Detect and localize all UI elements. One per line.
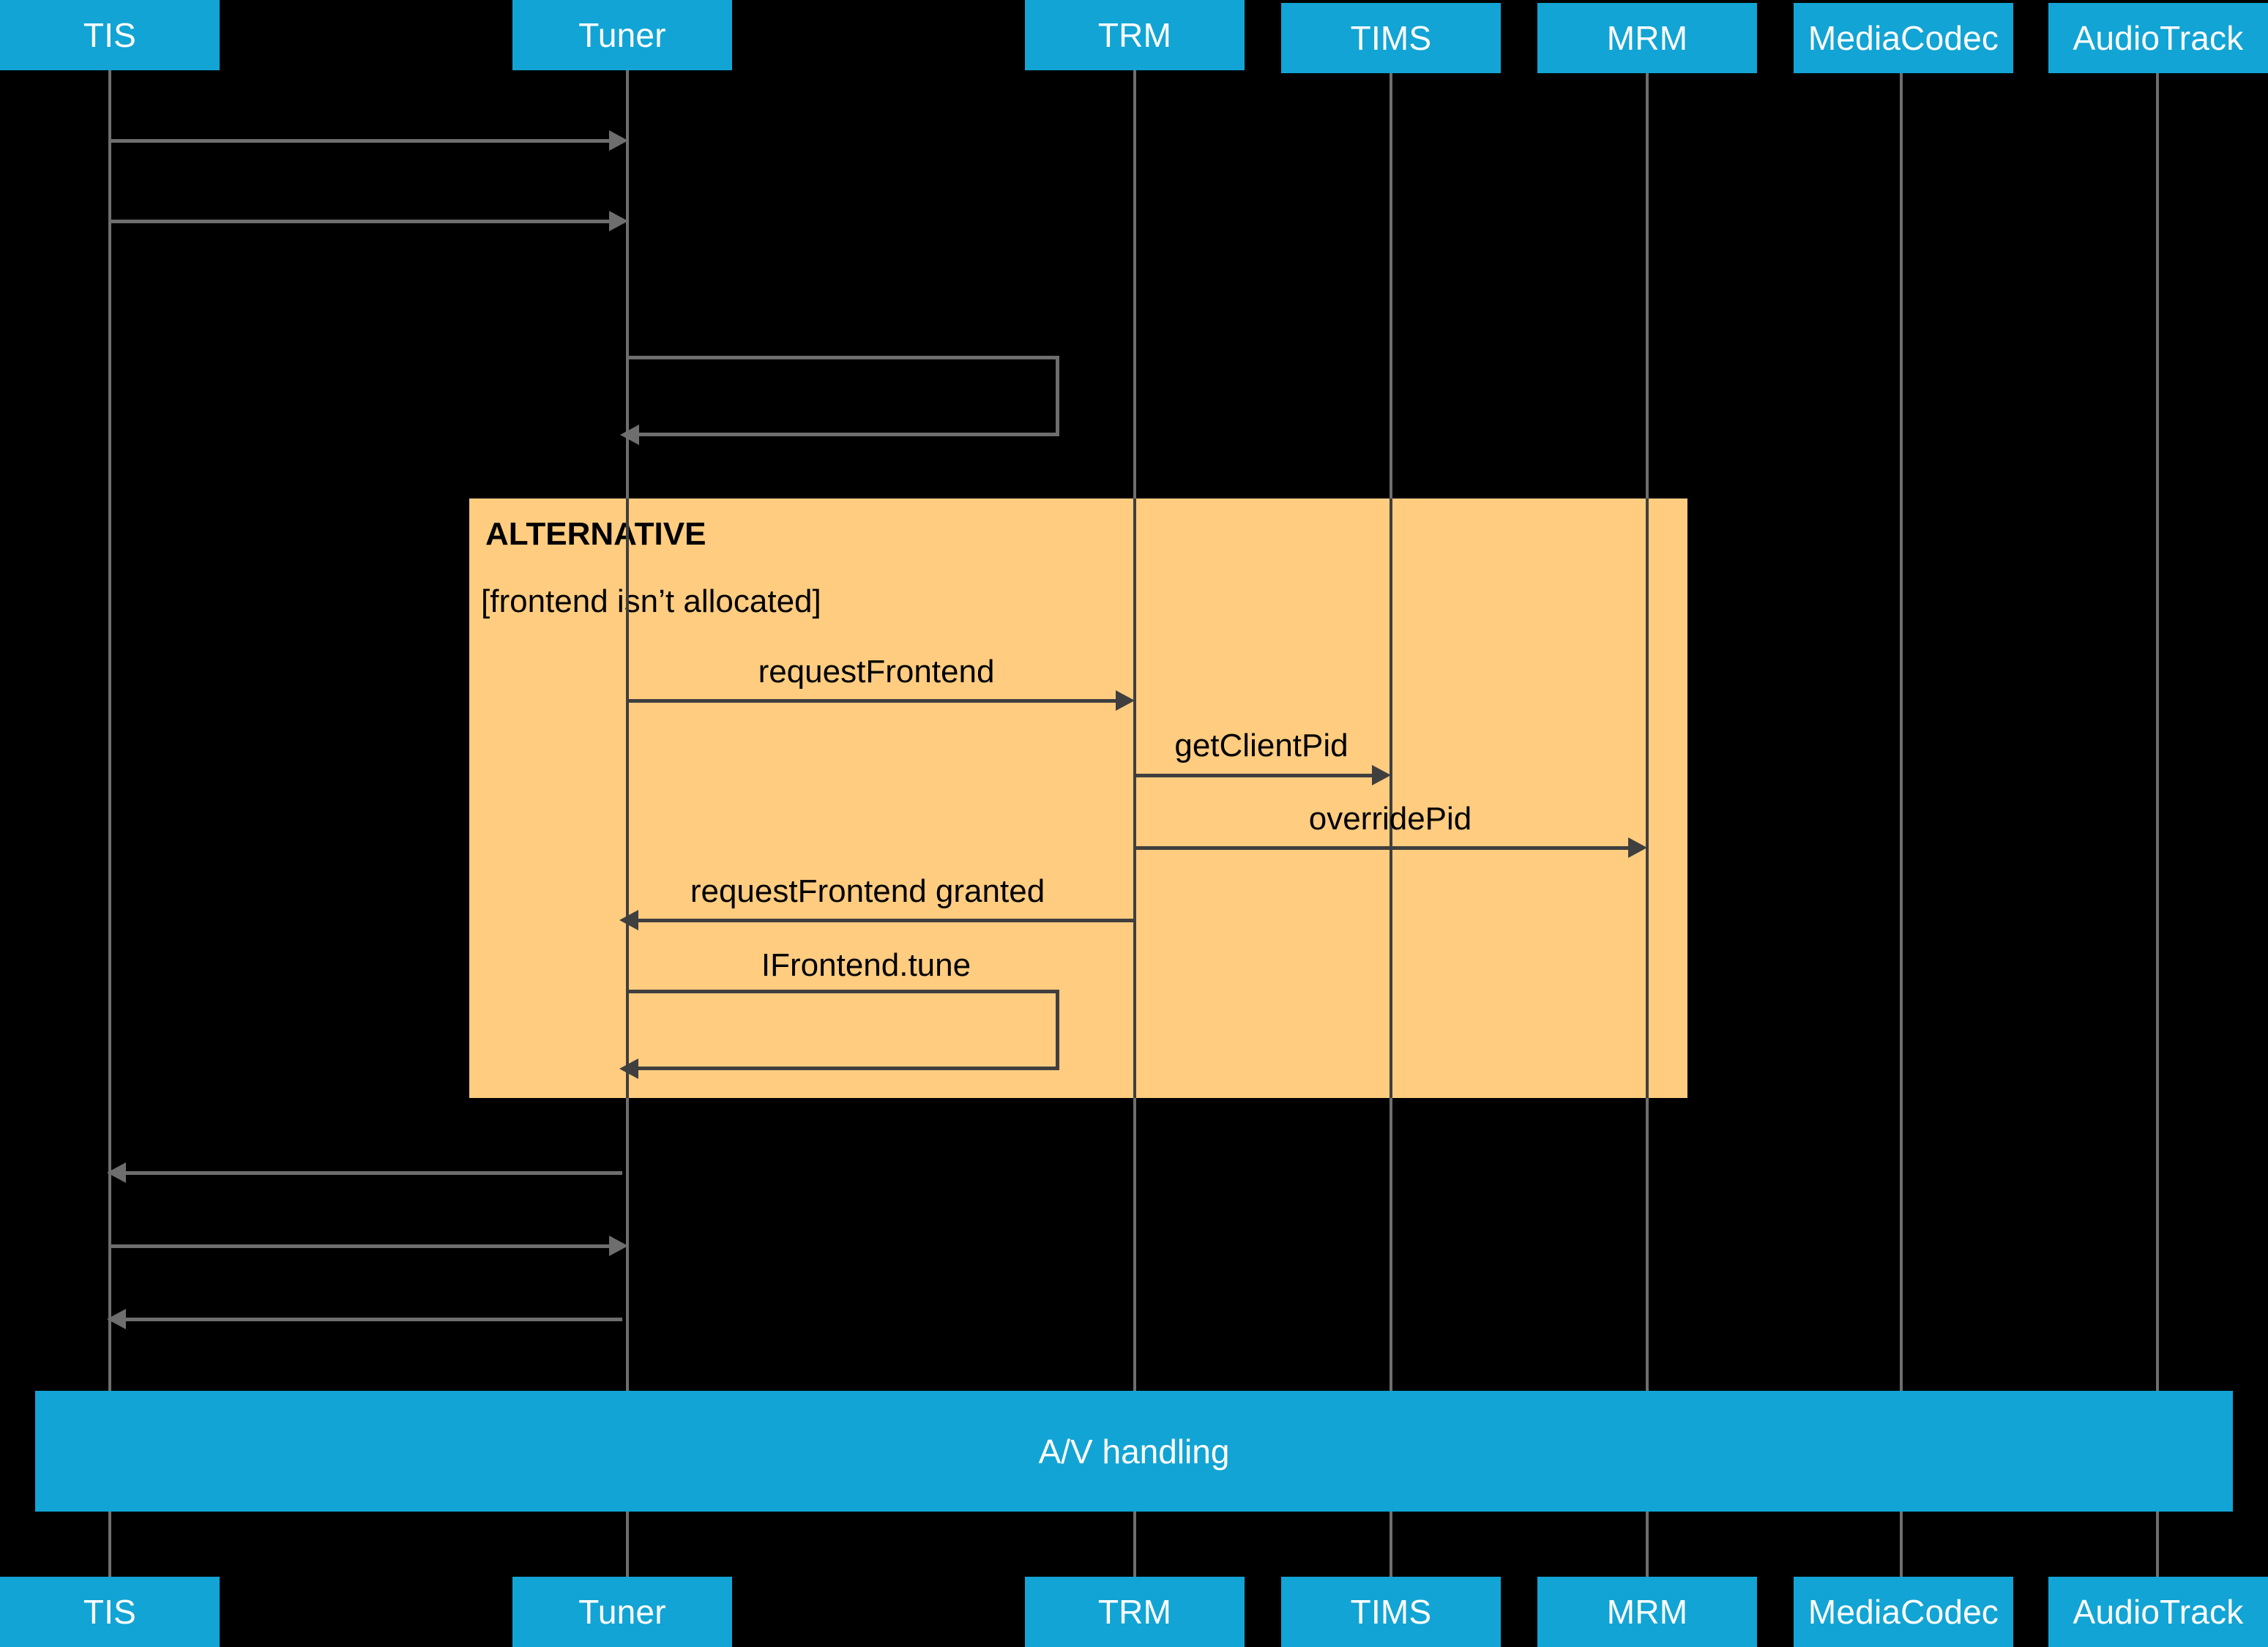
message-line-m6 <box>1135 846 1633 850</box>
message-arrowhead-m3 <box>620 425 639 445</box>
lifeline-tis <box>108 35 111 1610</box>
participant-label: TIMS <box>1350 19 1432 57</box>
lifeline-trm-over-fragment <box>1133 498 1136 1098</box>
participant-label: MediaCodec <box>1808 1593 1999 1631</box>
lifeline-mediacodec <box>1900 38 1903 1610</box>
message-label-m4: requestFrontend <box>758 654 995 690</box>
message-line-m5 <box>1135 774 1376 777</box>
message-arrowhead-m7 <box>619 910 638 930</box>
participant-label: TIS <box>83 16 137 54</box>
participant-footer-mediacodec[interactable]: MediaCodec <box>1794 1577 2013 1647</box>
message-line-m11 <box>124 1318 622 1321</box>
message-line-m7 <box>638 919 1133 922</box>
participant-header-tis[interactable]: TIS <box>0 0 220 70</box>
participant-label: MRM <box>1606 19 1688 57</box>
participant-label: TIMS <box>1350 1593 1432 1631</box>
participant-footer-audiotrack[interactable]: AudioTrack <box>2048 1577 2268 1647</box>
participant-label: AudioTrack <box>2073 1593 2244 1631</box>
participant-label: TRM <box>1097 1593 1172 1631</box>
message-line-m10 <box>110 1244 615 1248</box>
participant-header-tuner[interactable]: Tuner <box>512 0 732 70</box>
selfcall-loop-m8 <box>627 990 1059 1070</box>
message-arrowhead-m9 <box>107 1162 126 1183</box>
message-label-m5: getClientPid <box>1174 728 1349 763</box>
participant-footer-tuner[interactable]: Tuner <box>512 1577 732 1647</box>
message-line-m1 <box>110 139 615 143</box>
message-arrowhead-m2 <box>609 211 628 231</box>
message-label-m6: overridePid <box>1308 801 1472 837</box>
participant-header-trm[interactable]: TRM <box>1025 0 1245 70</box>
message-arrowhead-m10 <box>609 1236 628 1256</box>
ref-bar-av-handling[interactable]: A/V handling <box>35 1391 2233 1512</box>
participant-label: TIS <box>83 1593 137 1631</box>
participant-label: MRM <box>1606 1593 1688 1631</box>
ref-bar-label: A/V handling <box>1038 1432 1230 1471</box>
participant-header-audiotrack[interactable]: AudioTrack <box>2048 3 2268 73</box>
participant-footer-mrm[interactable]: MRM <box>1537 1577 1757 1647</box>
message-arrowhead-m6 <box>1628 837 1647 858</box>
participant-header-mediacodec[interactable]: MediaCodec <box>1794 3 2013 73</box>
fragment-operator-label: ALTERNATIVE <box>485 516 706 552</box>
participant-footer-tis[interactable]: TIS <box>0 1577 220 1647</box>
message-arrowhead-m4 <box>1116 690 1135 711</box>
fragment-guard-label: [frontend isn’t allocated] <box>481 583 821 619</box>
lifeline-tims-over-fragment <box>1389 498 1392 1098</box>
message-label-m7: requestFrontend granted <box>690 873 1045 909</box>
participant-footer-trm[interactable]: TRM <box>1025 1577 1245 1647</box>
participant-label: MediaCodec <box>1808 19 1999 57</box>
participant-footer-tims[interactable]: TIMS <box>1281 1577 1501 1647</box>
message-label-m8: IFrontend.tune <box>761 947 971 983</box>
message-arrowhead-m1 <box>609 130 628 151</box>
selfcall-loop-m3 <box>627 356 1059 436</box>
participant-label: Tuner <box>578 1593 666 1631</box>
message-arrowhead-m5 <box>1372 765 1391 785</box>
lifeline-audiotrack <box>2156 38 2159 1610</box>
participant-header-tims[interactable]: TIMS <box>1281 3 1501 73</box>
lifeline-tuner-over-fragment <box>626 498 629 1098</box>
participant-label: AudioTrack <box>2073 19 2244 57</box>
lifeline-mrm-over-fragment <box>1646 498 1649 1098</box>
combined-fragment-alternative <box>469 498 1687 1098</box>
participant-label: Tuner <box>578 16 666 54</box>
message-line-m2 <box>110 220 615 223</box>
message-line-m9 <box>124 1171 622 1175</box>
participant-header-mrm[interactable]: MRM <box>1537 3 1757 73</box>
participant-label: TRM <box>1097 16 1172 54</box>
message-arrowhead-m11 <box>107 1309 126 1329</box>
message-arrowhead-m8 <box>619 1058 638 1079</box>
message-line-m4 <box>627 699 1119 703</box>
